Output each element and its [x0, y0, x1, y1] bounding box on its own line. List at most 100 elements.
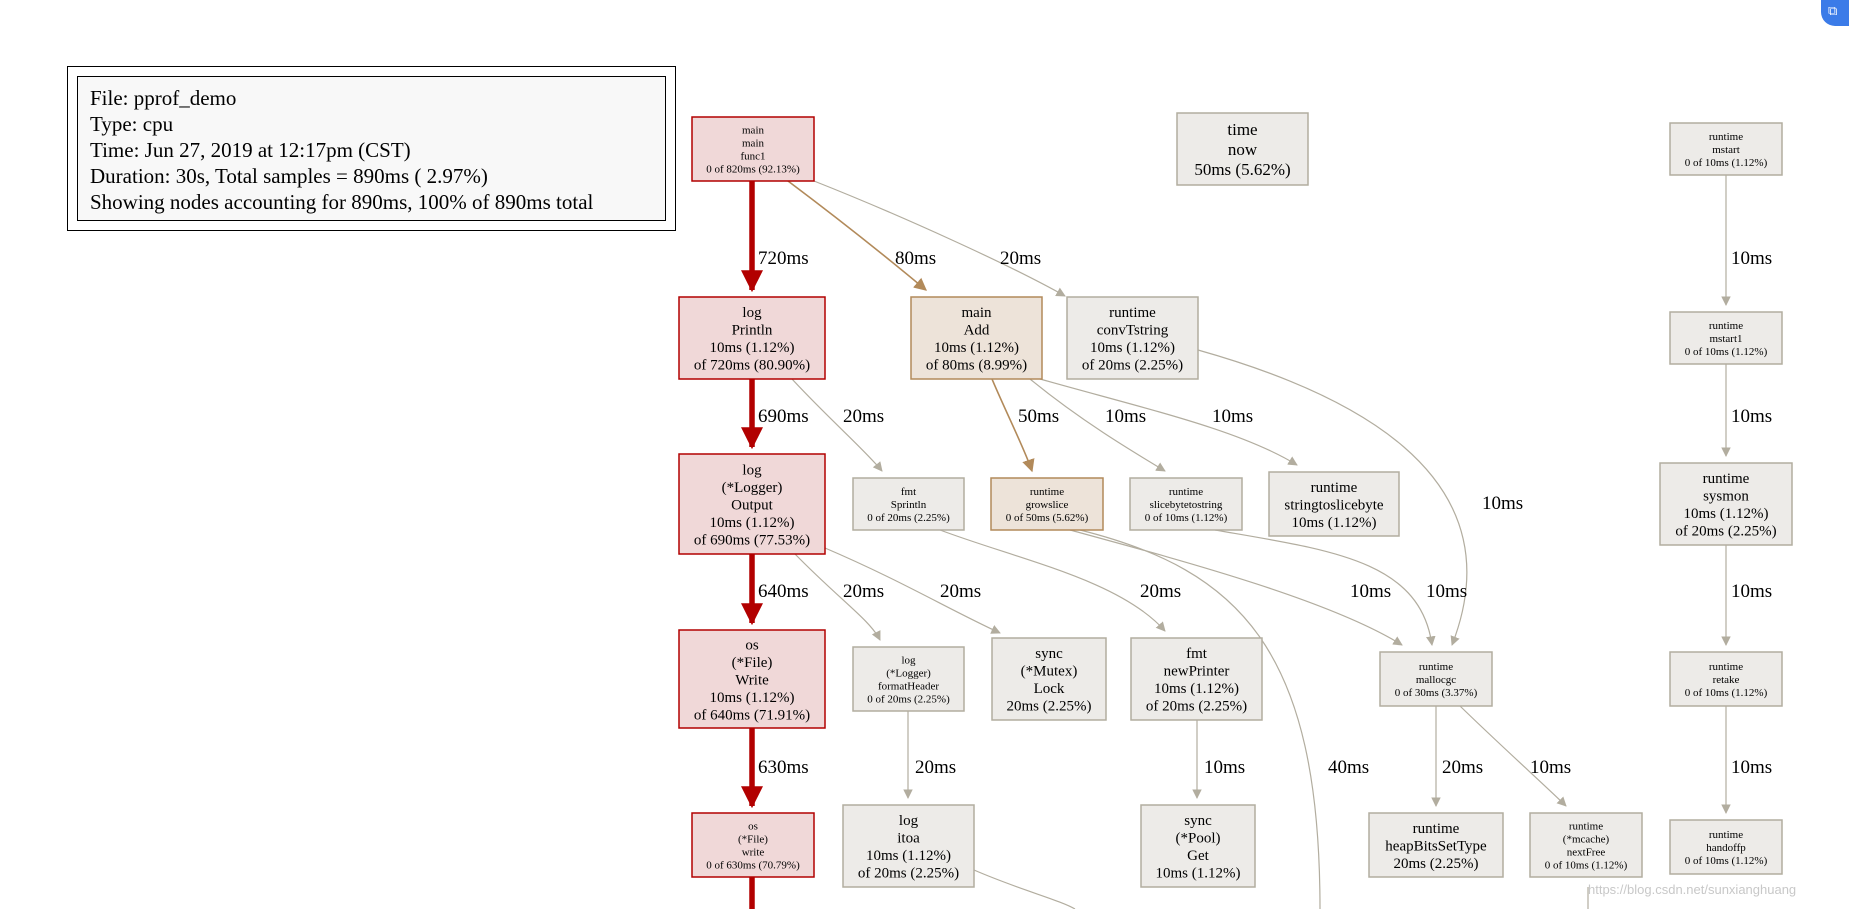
edge-log-println-to-fmt-sprintln[interactable]: 20ms [791, 378, 884, 472]
edge-label: 10ms [1350, 581, 1391, 602]
edge-runtime-mallocgc-to-runtime-mcache-nextfree[interactable]: 10ms [1459, 705, 1571, 807]
node-box [1529, 812, 1643, 878]
node-box [1669, 819, 1783, 875]
edge-log-println-to-log-output[interactable]: 690ms [741, 379, 809, 450]
node-label-line: mstart1 [1710, 333, 1743, 345]
node-label-line: sync [1035, 646, 1063, 662]
node-label-line: of 20ms (2.25%) [1146, 699, 1247, 715]
edge-line [787, 180, 927, 291]
edge-os-file-write-big-to-os-file-write-small[interactable]: 630ms [741, 728, 809, 809]
edge-log-output-to-os-file-write-big[interactable]: 640ms [741, 554, 809, 626]
node-label-line: runtime [1413, 821, 1460, 837]
legend-inner: File: pprof_demo Type: cpu Time: Jun 27,… [77, 76, 666, 221]
node-label-line: Get [1187, 848, 1209, 864]
node-label-line: runtime [1169, 486, 1203, 498]
edge-runtime-slicebytetostring-to-runtime-mallocgc[interactable]: 10ms [1214, 529, 1467, 646]
edge-line [791, 378, 883, 472]
edge-main-add-to-runtime-growslice[interactable]: 50ms [991, 378, 1059, 473]
legend-duration: Duration: 30s, Total samples = 890ms ( 2… [90, 164, 488, 188]
node-label-line: nextFree [1567, 846, 1606, 858]
node-label-line: 10ms (1.12%) [866, 848, 951, 864]
edge-runtime-mallocgc-to-runtime-heapbitssettype[interactable]: 20ms [1431, 706, 1483, 807]
node-label-line: (*mcache) [1563, 833, 1610, 845]
node-box [691, 812, 815, 878]
node-label-line: now [1228, 140, 1258, 159]
edge-main-func1-to-main-add[interactable]: 80ms [787, 180, 936, 291]
node-box [1140, 804, 1256, 888]
translate-badge-icon[interactable]: ⧉ [1821, 0, 1849, 26]
node-label-line: 0 of 50ms (5.62%) [1006, 512, 1089, 524]
node-label-line: itoa [897, 831, 920, 847]
edge-fmt-newprinter-to-sync-pool-get[interactable]: 10ms [1192, 720, 1245, 799]
node-label-line: (*Mutex) [1021, 664, 1078, 680]
node-label-line: 10ms (1.12%) [934, 340, 1019, 356]
legend-box: File: pprof_demo Type: cpu Time: Jun 27,… [67, 66, 676, 231]
edge-line [939, 529, 1166, 632]
edge-fmt-sprintln-to-fmt-newprinter[interactable]: 20ms [939, 529, 1181, 632]
edge-line [813, 180, 1066, 297]
edge-main-func1-to-runtime-convtstring[interactable]: 20ms [813, 180, 1066, 297]
node-label-line: of 640ms (71.91%) [694, 707, 810, 723]
edge-main-add-to-runtime-slicebytetostring[interactable]: 10ms [1029, 378, 1166, 472]
edge-runtime-mstart-to-runtime-mstart1[interactable]: 10ms [1721, 175, 1772, 306]
edge-label: 10ms [1530, 757, 1571, 778]
edge-runtime-growslice-to-runtime-mallocgc[interactable]: 10ms [1069, 529, 1403, 646]
node-label-line: slicebytetostring [1150, 499, 1223, 511]
node-label-line: of 690ms (77.53%) [694, 532, 810, 548]
node-label-line: (*File) [732, 655, 773, 671]
node-label-line: Println [732, 323, 773, 339]
edge-main-func1-to-log-println[interactable]: 720ms [741, 181, 809, 293]
node-label-line: fmt [1186, 646, 1208, 662]
node-label-line: (*Logger) [722, 480, 783, 496]
node-label-line: 10ms (1.12%) [710, 690, 795, 706]
node-label-line: 20ms (2.25%) [1007, 699, 1092, 715]
edge-label: 50ms [1018, 406, 1059, 427]
node-box [678, 453, 826, 555]
node-label-line: of 720ms (80.90%) [694, 358, 810, 374]
edge-label: 20ms [843, 406, 884, 427]
edge-log-formatheader-to-log-itoa[interactable]: 20ms [903, 711, 956, 799]
node-label-line: newPrinter [1164, 664, 1230, 680]
edge-main-add-to-runtime-stringtoslicebyte[interactable]: 10ms [1039, 378, 1298, 466]
node-label-line: 0 of 10ms (1.12%) [1145, 512, 1228, 524]
edge-label: 10ms [1731, 581, 1772, 602]
edge-runtime-mstart1-to-runtime-sysmon[interactable]: 10ms [1721, 364, 1772, 457]
edge-runtime-retake-to-runtime-handoffp[interactable]: 10ms [1721, 706, 1772, 814]
edge-runtime-sysmon-to-runtime-retake[interactable]: 10ms [1721, 545, 1772, 646]
node-label-line: runtime [1419, 661, 1453, 673]
node-box [852, 477, 965, 531]
node-label-line: formatHeader [878, 680, 939, 692]
node-label-line: 10ms (1.12%) [1090, 340, 1175, 356]
edge-runtime-convtstring-to-runtime-mallocgc[interactable]: 10ms [1197, 349, 1523, 646]
edge-label: 20ms [940, 581, 981, 602]
edge-label: 20ms [1442, 757, 1483, 778]
node-box [1659, 462, 1793, 546]
edge-log-output-to-log-formatheader[interactable]: 20ms [794, 553, 884, 641]
edge-log-output-to-sync-mutex-lock[interactable]: 20ms [824, 547, 1001, 634]
